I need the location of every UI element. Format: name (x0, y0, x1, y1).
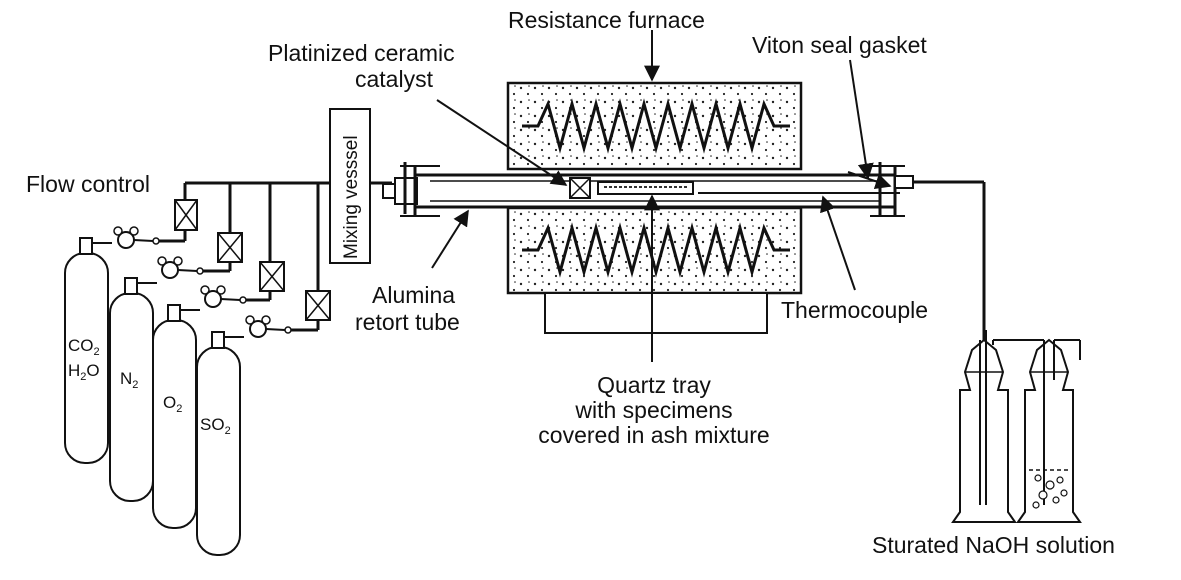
arrow-viton-seal (849, 59, 874, 180)
label-retort-tube: retort tube (355, 309, 460, 335)
gas-cylinders (64, 237, 244, 556)
cylinder-o2 (152, 304, 200, 529)
label-resistance-furnace: Resistance furnace (508, 7, 705, 33)
label-naoh-solution: Sturated NaOH solution (872, 532, 1115, 558)
label-thermocouple: Thermocouple (781, 297, 928, 323)
label-with-specimens: with specimens (574, 397, 732, 423)
label-platinized-ceramic: Platinized ceramic (268, 40, 455, 66)
cylinder-label-so2: SO2 (200, 415, 231, 437)
flow-controller-2 (217, 232, 243, 263)
cylinder-n2 (109, 277, 157, 502)
label-viton-seal-gasket: Viton seal gasket (752, 32, 927, 58)
label-alumina: Alumina (372, 282, 455, 308)
cylinder-label-o2: O2 (163, 393, 182, 415)
arrow-catalyst (436, 99, 568, 186)
arrow-viton-seal-tip (847, 171, 892, 190)
flow-controller-4 (305, 290, 331, 321)
regulator-3 (200, 285, 270, 308)
regulator-4 (245, 315, 318, 338)
flow-controllers (174, 181, 331, 330)
regulator-2 (157, 256, 230, 279)
cylinder-so2 (196, 331, 244, 556)
cylinder-label-co2: CO2 (68, 336, 100, 358)
resistance-furnace (506, 81, 803, 334)
flow-controller-3 (259, 261, 285, 292)
quartz-tray (597, 181, 694, 195)
flow-controller-1 (174, 199, 198, 231)
bubbler-bottle-1 (951, 330, 1044, 523)
heating-coil-bottom (522, 222, 790, 278)
arrow-retort-tube (431, 209, 469, 269)
label-ash-mixture: covered in ash mixture (538, 422, 769, 448)
mixing-vessel-label: Mixing vesssel (341, 135, 362, 259)
label-flow-control: Flow control (26, 171, 150, 197)
regulator-1 (113, 226, 185, 249)
arrow-thermocouple (820, 195, 856, 291)
heating-coil-top (522, 98, 790, 154)
bubbler-bottle-2 (1016, 338, 1082, 523)
gas-outlet-line (913, 180, 986, 345)
pressure-regulators (113, 226, 318, 338)
label-catalyst: catalyst (355, 66, 434, 92)
label-quartz-tray: Quartz tray (597, 372, 711, 398)
naoh-bubblers (951, 330, 1082, 523)
cylinder-label-h2o: H2O (68, 361, 100, 383)
mixing-vessel (329, 108, 392, 264)
leader-arrows (431, 30, 892, 362)
cylinder-label-n2: N2 (120, 369, 138, 391)
cylinder-co2-h2o (64, 237, 112, 464)
platinized-catalyst (569, 177, 591, 199)
